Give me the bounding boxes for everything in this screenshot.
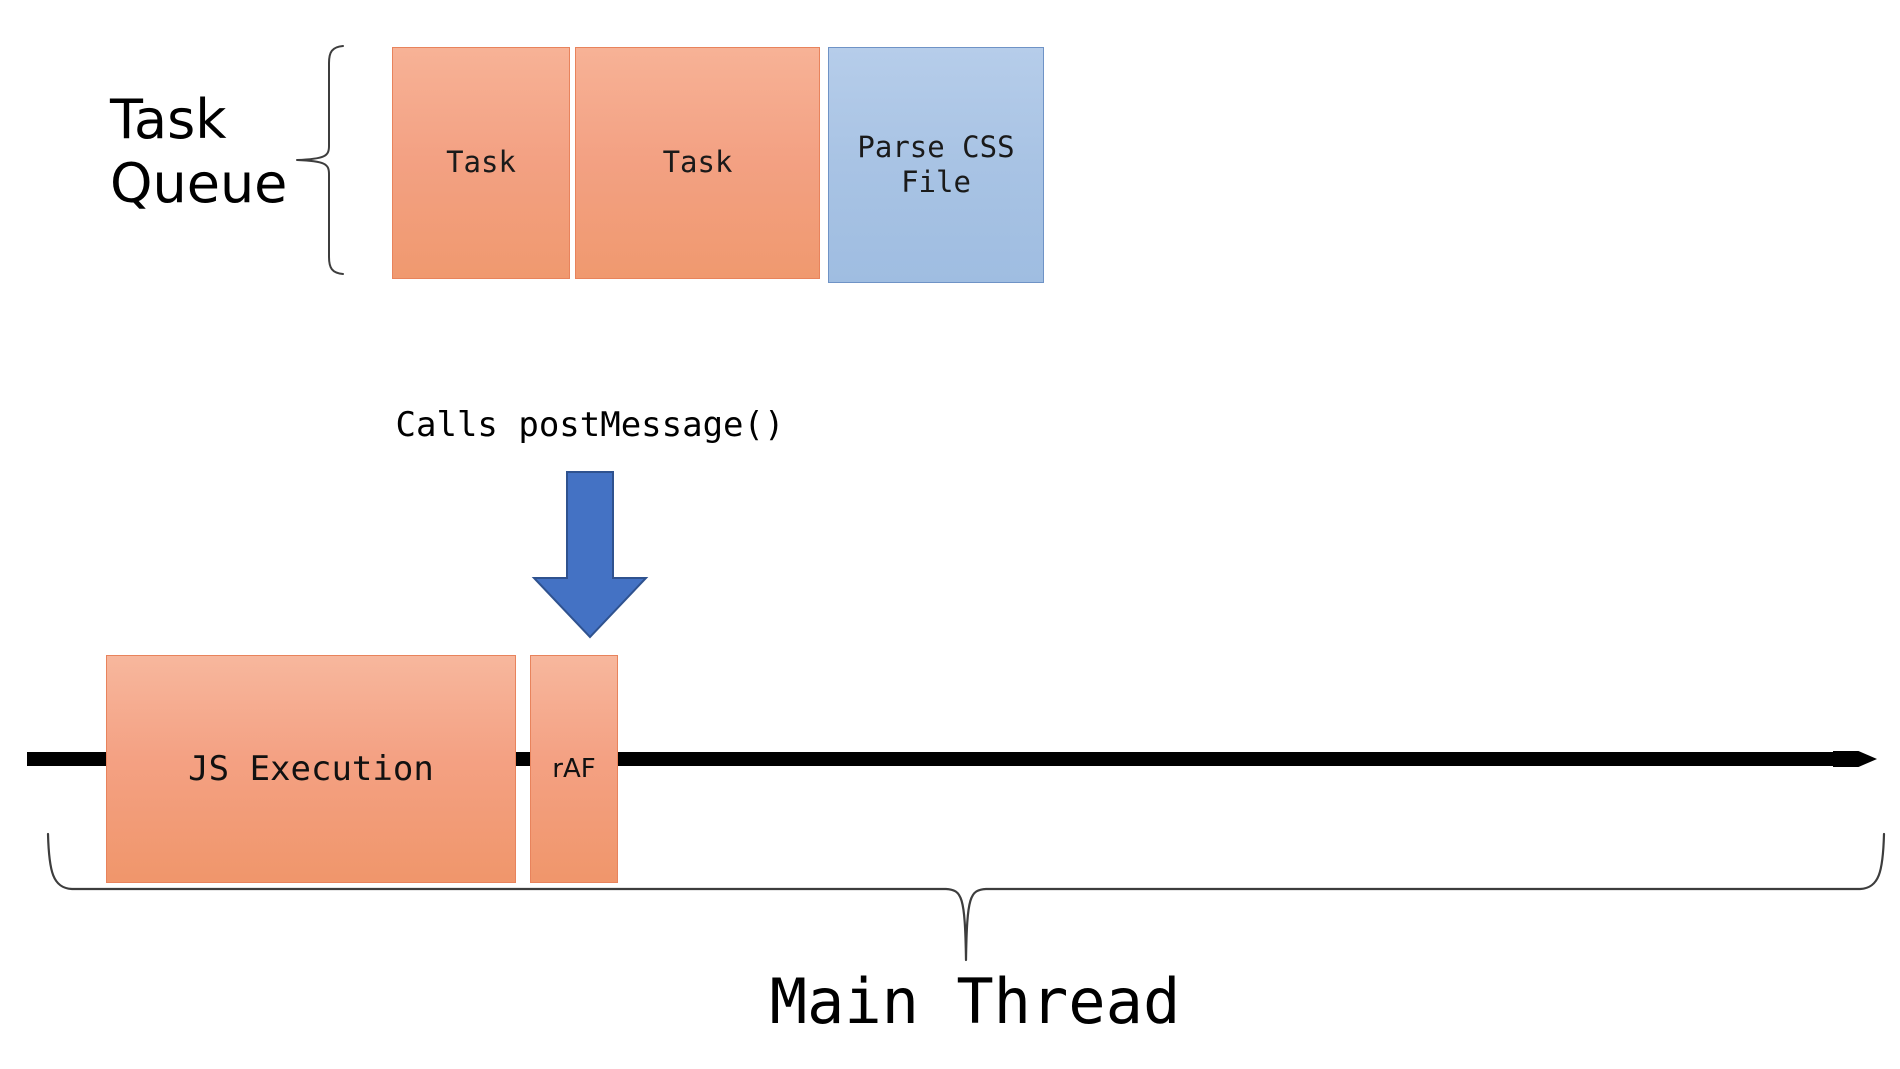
task-queue-item-3: Parse CSS File — [828, 47, 1044, 283]
task-queue-label: Task Queue — [110, 88, 288, 215]
timeline-block-label: JS Execution — [188, 749, 434, 789]
arrow-down-icon — [520, 470, 660, 640]
task-queue-item-label: Parse CSS File — [857, 129, 1015, 199]
task-queue-item-2: Task — [575, 47, 820, 279]
main-thread-brace — [46, 832, 1886, 962]
timeline-block-raf: rAF — [530, 655, 618, 883]
post-message-caption: Calls postMessage() — [395, 405, 785, 445]
task-queue-item-1: Task — [392, 47, 570, 279]
task-queue-item-label: Task — [446, 145, 516, 180]
timeline-block-label: rAF — [552, 754, 596, 784]
task-queue-item-label: Task — [662, 145, 733, 180]
main-thread-label: Main Thread — [769, 965, 1181, 1038]
timeline-block-js-execution: JS Execution — [106, 655, 516, 883]
task-queue-brace — [296, 44, 344, 276]
